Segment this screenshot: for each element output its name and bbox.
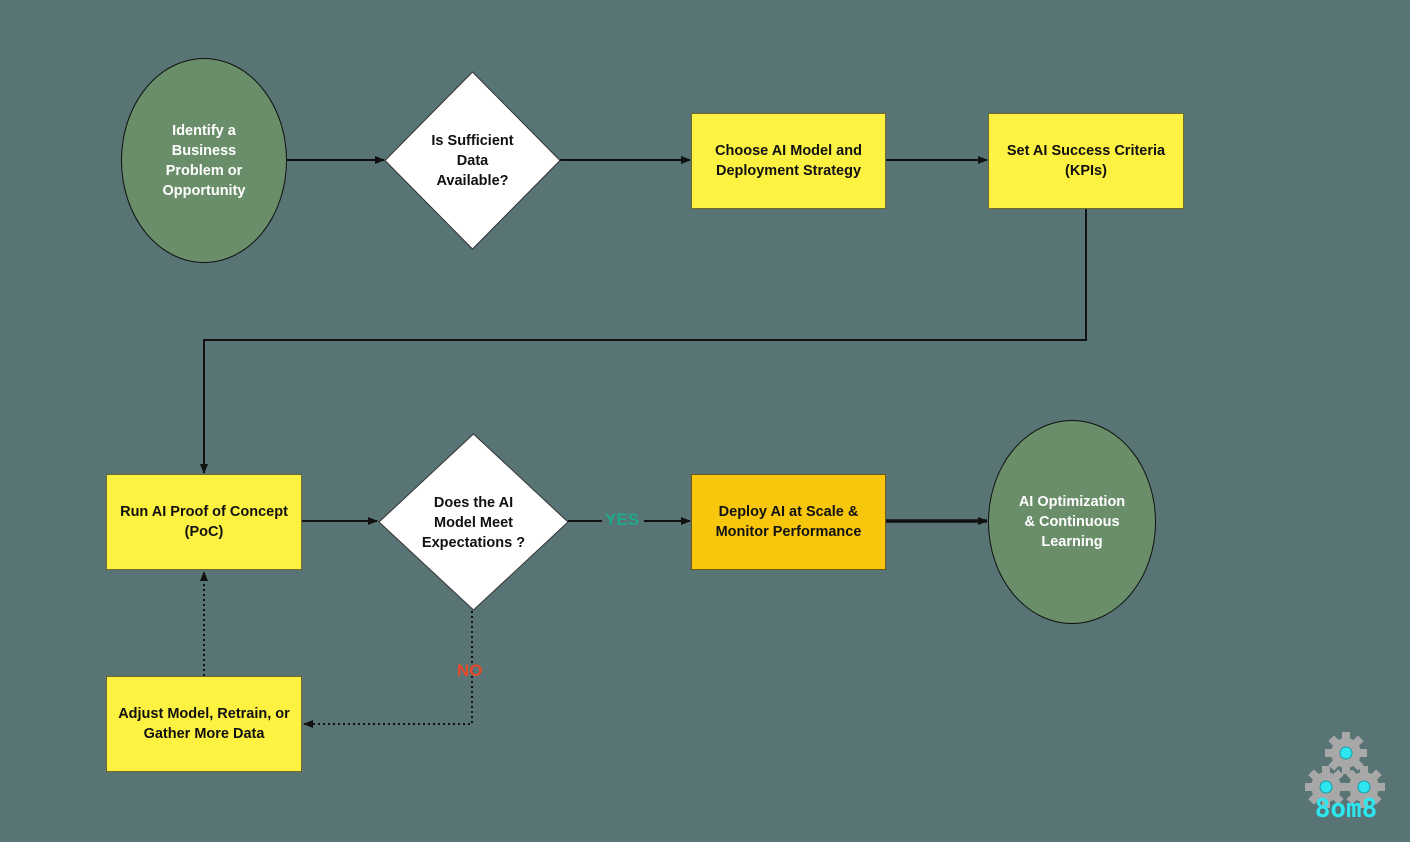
gears-logo-icon <box>1305 732 1385 808</box>
choose-model-label: Choose AI Model and Deployment Strategy <box>715 143 862 179</box>
meet-check-label: Does the AI Model Meet Expectations ? <box>421 495 526 551</box>
optimize-label: AI Optimization & Continuous Learning <box>1018 494 1126 550</box>
yes-edge-label: YES <box>605 510 640 529</box>
adjust-node: Adjust Model, Retrain, or Gather More Da… <box>106 676 302 772</box>
data-check-decision: Is Sufficient Data Available? <box>384 71 561 250</box>
deploy-label: Deploy AI at Scale & Monitor Performance <box>715 504 862 540</box>
poc-node: Run AI Proof of Concept (PoC) <box>106 474 302 570</box>
start-node: Identify a Business Problem or Opportuni… <box>121 58 287 263</box>
start-node-label: Identify a Business Problem or Opportuni… <box>162 122 246 199</box>
adjust-label: Adjust Model, Retrain, or Gather More Da… <box>118 706 290 742</box>
logo-wordmark: 8om8 <box>1314 794 1378 824</box>
meet-check-decision: Does the AI Model Meet Expectations ? <box>378 433 569 611</box>
optimize-node: AI Optimization & Continuous Learning <box>988 420 1156 624</box>
no-edge-label: NO <box>457 661 483 680</box>
edge-kpis-to-poc <box>200 209 1087 474</box>
poc-label: Run AI Proof of Concept (PoC) <box>120 504 288 540</box>
kpis-node: Set AI Success Criteria (KPIs) <box>988 113 1184 209</box>
deploy-node: Deploy AI at Scale & Monitor Performance <box>691 474 886 570</box>
choose-model-node: Choose AI Model and Deployment Strategy <box>691 113 886 209</box>
kpis-label: Set AI Success Criteria (KPIs) <box>1006 143 1166 179</box>
data-check-label: Is Sufficient Data Available? <box>431 132 514 189</box>
edge-meet-check-to-adjust <box>303 611 473 728</box>
